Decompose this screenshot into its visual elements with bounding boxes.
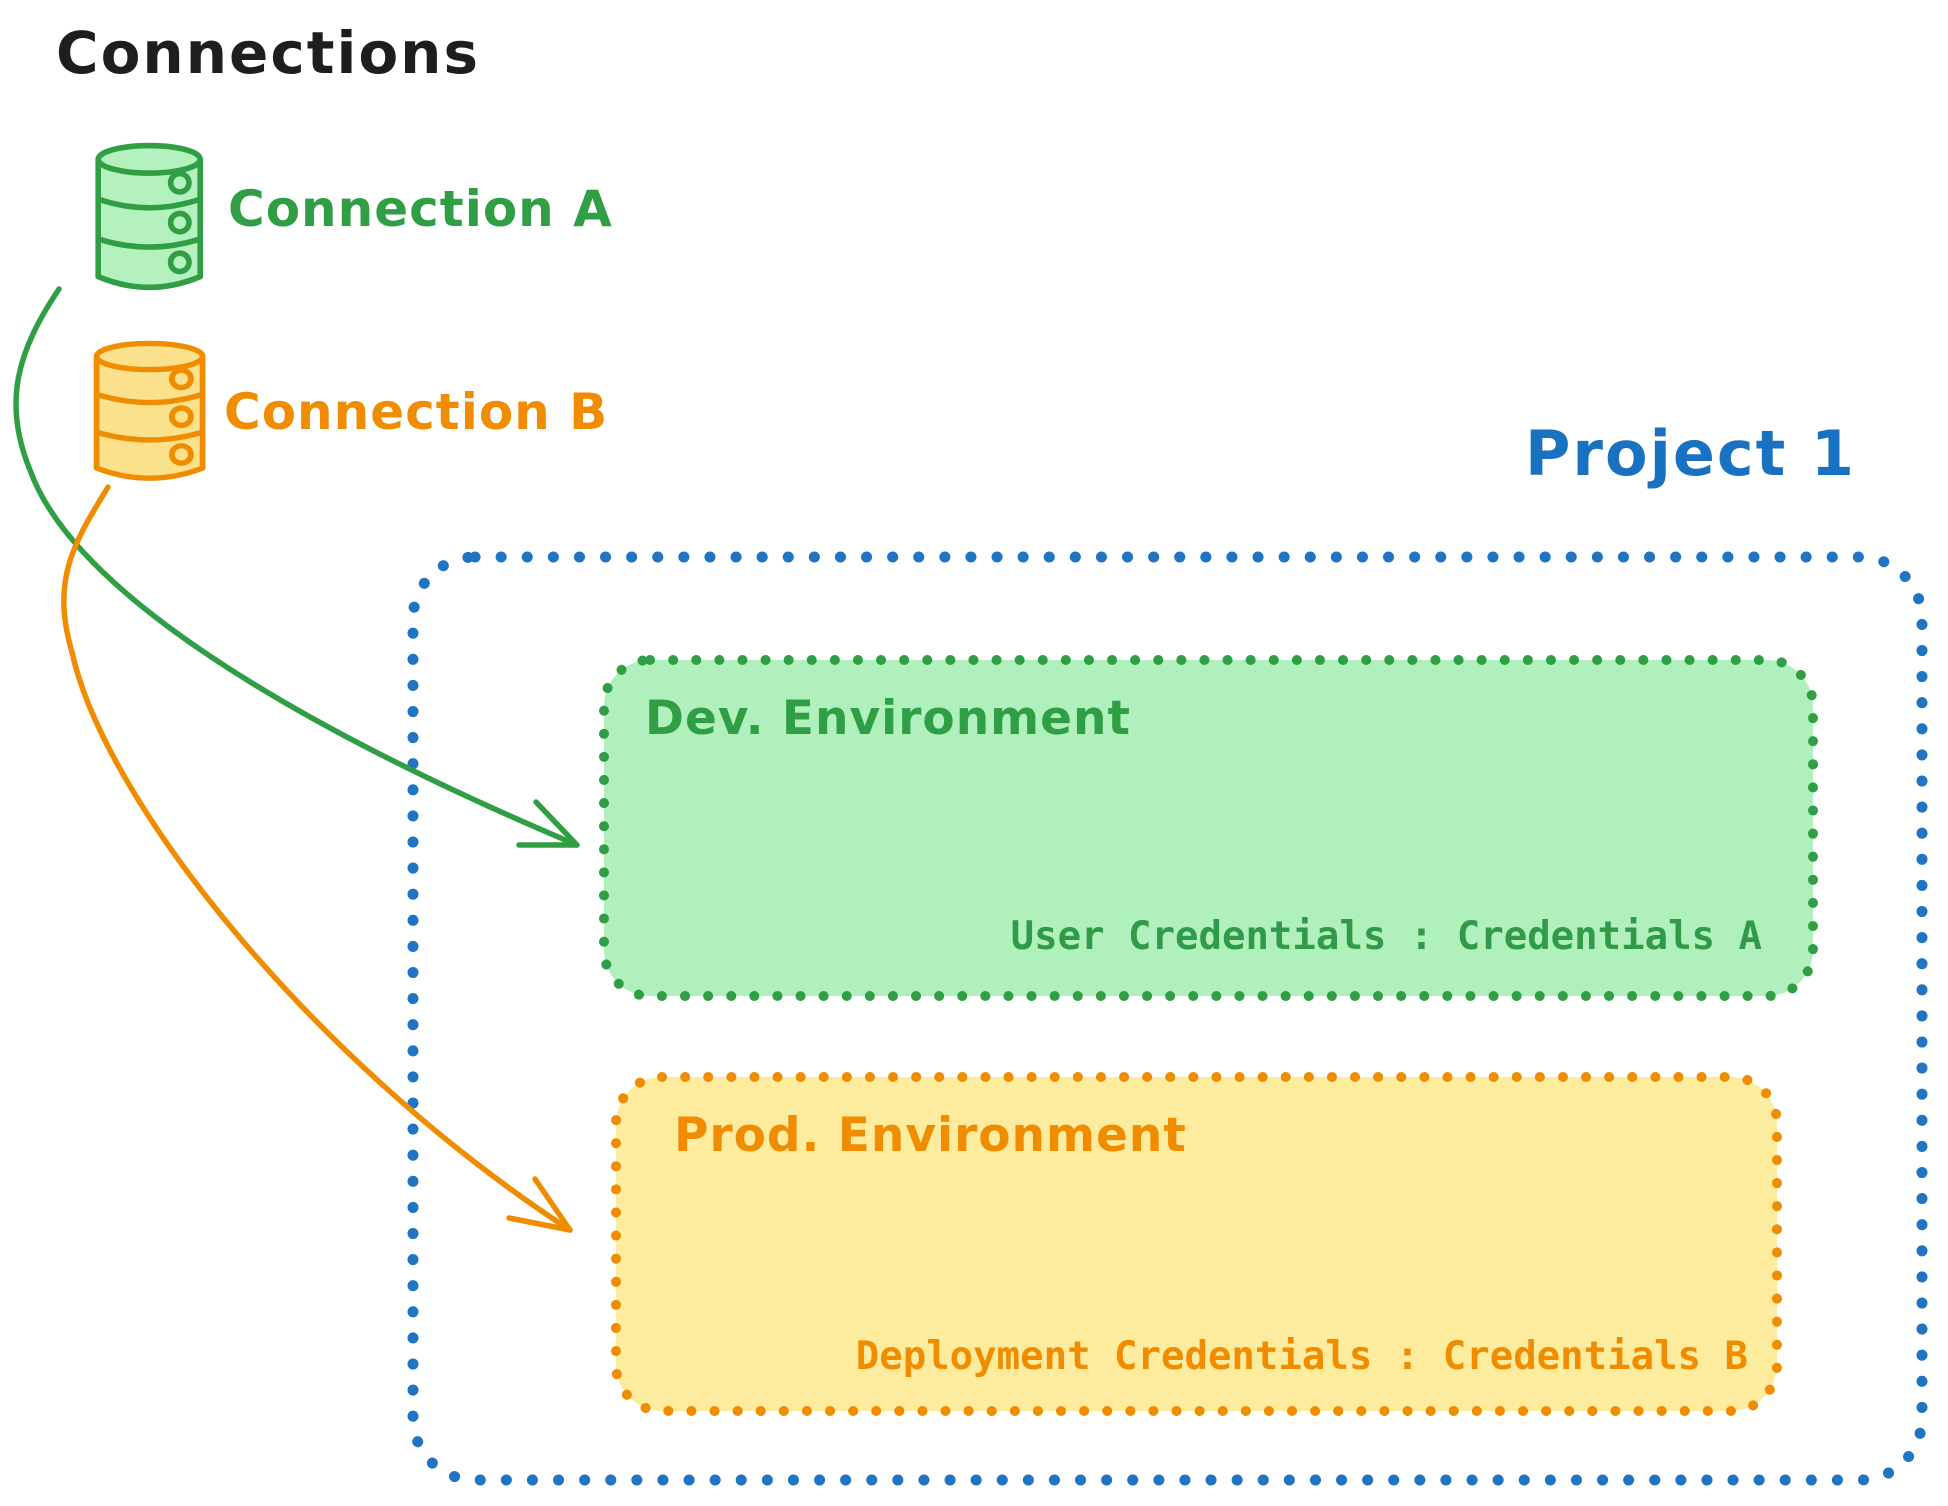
arrow-connection-a-to-dev xyxy=(13,286,580,848)
prod-environment-credentials: Deployment Credentials : Credentials B xyxy=(855,1334,1748,1379)
dev-environment-title: Dev. Environment xyxy=(645,691,1131,746)
database-icon-connection-a xyxy=(95,142,204,291)
dev-environment-credentials: User Credentials : Credentials A xyxy=(1010,914,1762,959)
dev-environment-box xyxy=(599,655,1818,1001)
project-title: Project 1 xyxy=(1524,417,1856,490)
project-box xyxy=(407,551,1928,1486)
prod-environment-box xyxy=(611,1072,1782,1416)
prod-environment-title: Prod. Environment xyxy=(674,1108,1187,1163)
page-title: Connections xyxy=(56,19,480,87)
arrow-connection-b-to-prod xyxy=(61,484,573,1233)
connection-a-label: Connection A xyxy=(228,180,613,238)
connection-b-label: Connection B xyxy=(224,383,609,441)
database-icon-connection-b xyxy=(93,340,206,481)
